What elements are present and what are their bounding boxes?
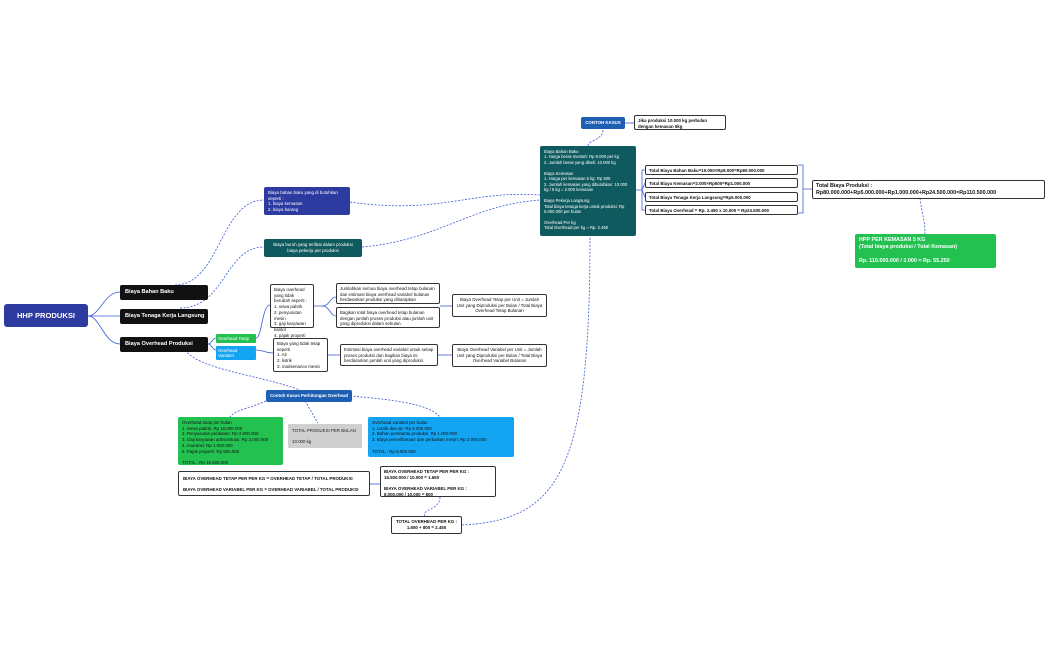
link-tetap-steps1 [314, 296, 337, 307]
hpp-per-kemasan: HPP PER KEMASAN 5 KG (Total biaya produk… [855, 234, 996, 268]
tetap-formula: Biaya Overhead Tetap per Unit = Jumlah U… [452, 294, 547, 317]
overhead-variabel-box: Overhead variabel per bulan 1. Listrik d… [368, 417, 514, 457]
link-total-hpp [919, 197, 926, 235]
link-teal-totals [636, 169, 646, 211]
root-node[interactable]: HHP PRODUKSI [4, 304, 88, 327]
variabel-formula: Biaya Overhead Variabel per Unit = Jumla… [452, 344, 547, 367]
overhead-tetap-desc: Biaya overhead yang tidak berubah sepert… [270, 284, 314, 343]
overhead-tetap-box: Overhead tetap per bulan 1. Sewa pabrik:… [178, 417, 283, 465]
link-tenaga-desc [179, 246, 265, 309]
bahan-baku-desc: Biaya bahan baku yang di butuhkan sepert… [264, 187, 350, 215]
tenaga-kerja-desc: Biaya buruh yang terlibat dalam produksi… [264, 239, 362, 257]
branch-bahan-baku[interactable]: Biaya Bahan Baku [120, 285, 208, 301]
overhead-variabel-desc: Biaya yang tidak tetap seperti 1. Air 2.… [273, 338, 328, 372]
total-produksi-box: TOTAL PRODUKSI PER BULAN 10.000 kg [288, 424, 362, 448]
total-biaya-produksi: Total Biaya Produksi : Rp80.000.000+Rp5.… [812, 180, 1045, 199]
link-root-overhead [87, 315, 121, 345]
link-contoh-prod [304, 400, 319, 424]
rumus-box: BIAYA OVERHEAD TETAP PER PER KG = OVERHE… [178, 471, 370, 496]
branch-overhead[interactable]: Biaya Overhead Produksi [120, 337, 208, 353]
hasil-box: BIAYA OVERHEAD TETAP PER PER KG : 16.500… [380, 466, 496, 497]
tetap-step-2: Bagikan total biaya overhead tetap bulan… [336, 307, 440, 328]
total-overhead: Total Biaya Overhead = Rp. 2.450 x 10.00… [645, 205, 798, 215]
link-variabel-desc [255, 349, 274, 354]
overhead-tetap-tag[interactable]: Overhead Tetap [216, 334, 256, 343]
link-overhead-tetap [207, 337, 217, 345]
total-kemasan: Total Biaya Kemasan=2.000×Rp500=Rp1.000.… [645, 178, 798, 188]
brace-totals [798, 164, 812, 214]
link-overhead-contoh [184, 349, 301, 391]
link-total-teal [461, 235, 591, 526]
variabel-step: Estimasi biaya overhead variabel untuk s… [340, 344, 438, 366]
total-bahan-baku: Total Biaya Bahan Baku=10.000×Rp8.000=Rp… [645, 165, 798, 175]
branch-tenaga-kerja[interactable]: Biaya Tenaga Kerja Langsung [120, 309, 208, 325]
link-hasil-total [423, 496, 441, 517]
link-contoh-teal [587, 129, 604, 147]
link-tetap-desc [255, 304, 271, 339]
contoh-kasus-detail: Biaya Bahan Baku 1. Harga beras mentah: … [540, 146, 636, 236]
link-bahan-desc [174, 199, 265, 286]
link-contoh-tetap [229, 400, 267, 418]
total-overhead-box: TOTAL OVERHEAD PER KG : 1.650 + 800 = 2.… [391, 516, 462, 534]
total-tenaga-kerja: Total Biaya Tenaga Kerja Langsung=Rp5.00… [645, 192, 798, 202]
link-tetap-steps2 [321, 305, 337, 317]
overhead-variabel-tag[interactable]: Overhead Variabel [216, 346, 256, 361]
contoh-kasus-label[interactable]: CONTOH KASUS [581, 117, 625, 129]
link-overhead-variabel [207, 343, 217, 351]
link-contoh-variabel [349, 395, 441, 418]
link-tenagadesc-teal [361, 199, 541, 248]
link-navy-teal [349, 193, 541, 207]
contoh-overhead-title[interactable]: Contoh Kasus Perhitungan Overhead [266, 390, 352, 402]
link-root-bahan [87, 291, 121, 317]
tetap-step-1: Jumlahkan semua biaya overhead tetap bul… [336, 283, 440, 304]
contoh-kasus-intro: Jika produksi 10.000 kg perbulan dengan … [634, 115, 726, 130]
